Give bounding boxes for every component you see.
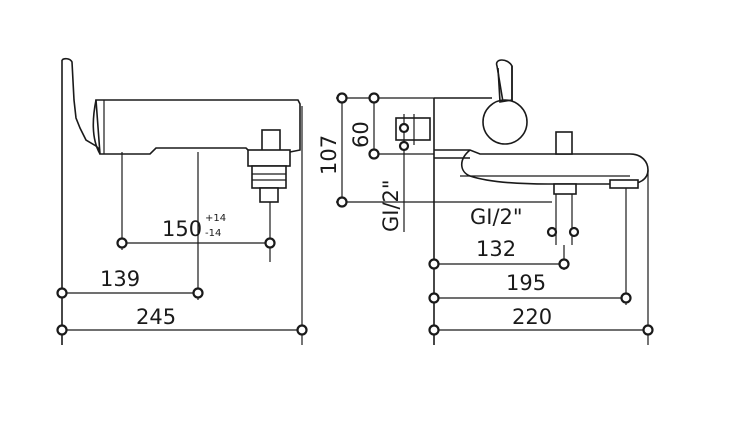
dim-107-top-dot xyxy=(336,92,348,104)
thread-bottom-dot-right xyxy=(568,226,580,238)
thread-dot-top xyxy=(398,122,410,134)
dim-220-end-dot xyxy=(642,324,654,336)
outlet-nut xyxy=(259,187,279,203)
dim-60-label: 60 xyxy=(349,121,373,148)
diverter-knob xyxy=(261,129,281,153)
dim-150-end-dot xyxy=(264,237,276,249)
front-view: 107 60 GI/2" GI/2" 132 195 220 xyxy=(317,59,654,345)
dim-150-tolerance-plus: +14 xyxy=(205,213,226,224)
dim-132-start-dot xyxy=(428,258,440,270)
dim-139-end-dot xyxy=(192,287,204,299)
dim-150-start-dot xyxy=(116,237,128,249)
lever-inner xyxy=(497,66,513,103)
dim-245-end-dot xyxy=(296,324,308,336)
spout-tip xyxy=(609,179,639,189)
side-view: 150 +14 -14 139 245 xyxy=(56,57,308,345)
outlet-nozzle xyxy=(553,183,577,195)
dim-60-top-dot xyxy=(368,92,380,104)
handle-hub xyxy=(482,99,528,145)
dim-150-tolerance-minus: -14 xyxy=(205,228,221,239)
wall-plate xyxy=(61,57,101,151)
dim-195-label: 195 xyxy=(506,271,546,295)
dim-195-end-dot xyxy=(620,292,632,304)
thread-bottom-label: GI/2" xyxy=(470,205,523,229)
dim-132-label: 132 xyxy=(476,237,516,261)
dim-195-start-dot xyxy=(428,292,440,304)
dim-107-bottom-dot xyxy=(336,196,348,208)
thread-bottom-dot-left xyxy=(546,226,558,238)
dim-107-label: 107 xyxy=(317,135,341,175)
diverter-knob xyxy=(555,131,573,155)
dim-220-label: 220 xyxy=(512,305,552,329)
dim-132-end-dot xyxy=(558,258,570,270)
dim-139-start-dot xyxy=(56,287,68,299)
dim-220-start-dot xyxy=(428,324,440,336)
diverter-housing xyxy=(247,149,291,167)
dim-245-label: 245 xyxy=(136,305,176,329)
spout-outline xyxy=(434,149,649,185)
diverter-stem xyxy=(251,165,287,189)
dim-139-label: 139 xyxy=(100,267,140,291)
dim-150-label: 150 xyxy=(162,217,202,241)
dim-245-start-dot xyxy=(56,324,68,336)
thread-vertical-label: GI/2" xyxy=(379,179,403,232)
thread-dot-bottom xyxy=(398,140,410,152)
spout-joint xyxy=(92,99,101,155)
dim-60-bottom-dot xyxy=(368,148,380,160)
